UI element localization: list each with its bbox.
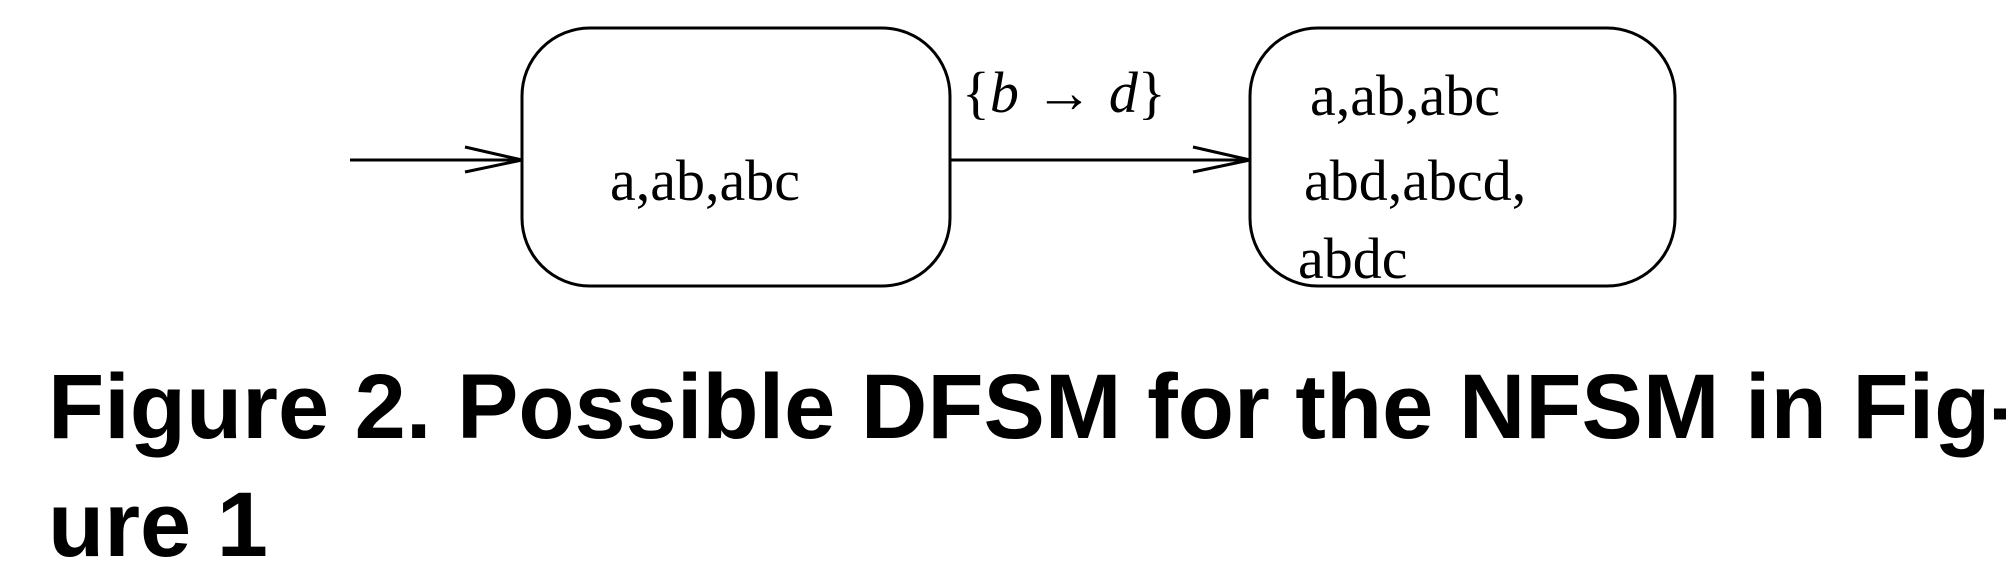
- start-arrow: [350, 145, 523, 174]
- transition-arrow: [950, 145, 1251, 174]
- state-2: a,ab,abc abd,abcd, abdc: [1248, 26, 1677, 291]
- transition-to-symbol: d: [1109, 60, 1139, 125]
- state-2-label-line-1: a,ab,abc: [1310, 63, 1500, 128]
- figure-caption-line-1: Figure 2. Possible DFSM for the NFSM in …: [48, 356, 2006, 458]
- transition-arrow-symbol: →: [1035, 60, 1093, 125]
- state-2-box: [1248, 26, 1677, 288]
- transition-from-symbol: b: [990, 60, 1019, 125]
- figure-caption-line-2: ure 1: [48, 474, 268, 576]
- state-1-box: [520, 26, 952, 288]
- dfsm-diagram: a,ab,abc {b→d} a,ab,abc abd,abcd, abdc: [350, 26, 1677, 291]
- transition-open-brace: {: [962, 60, 990, 125]
- transition-close-brace: }: [1138, 60, 1166, 125]
- transition-label: {b→d}: [962, 60, 1166, 125]
- state-1: a,ab,abc: [520, 26, 952, 288]
- figure-caption: Figure 2. Possible DFSM for the NFSM in …: [48, 348, 2006, 584]
- state-2-label-line-2: abd,abcd,: [1304, 148, 1526, 213]
- state-2-label-line-3: abdc: [1298, 226, 1408, 291]
- state-1-label: a,ab,abc: [610, 148, 800, 213]
